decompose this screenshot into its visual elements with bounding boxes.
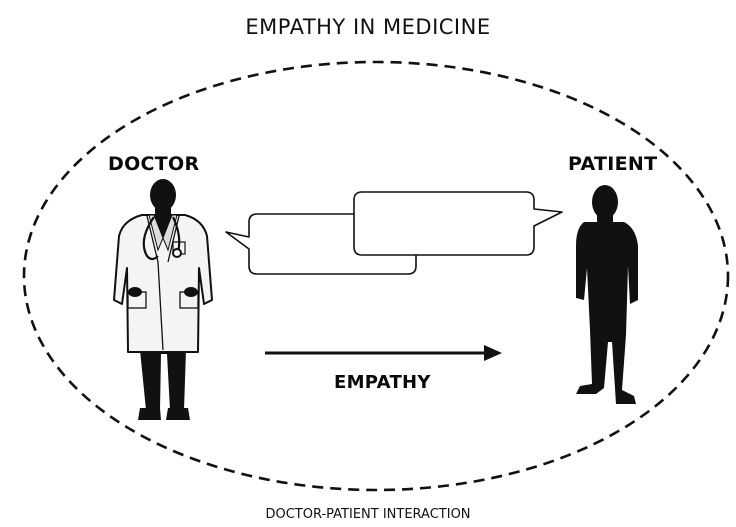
empathy-arrow bbox=[265, 345, 502, 361]
diagram-title: EMPATHY IN MEDICINE bbox=[245, 15, 491, 39]
doctor-label: DOCTOR bbox=[108, 153, 200, 175]
patient-silhouette-icon bbox=[576, 185, 638, 404]
patient-label: PATIENT bbox=[568, 153, 658, 175]
patient-speech-bubble bbox=[353, 191, 563, 256]
empathy-arrow-label: EMPATHY bbox=[334, 372, 431, 393]
interaction-boundary bbox=[22, 60, 730, 492]
doctor-figure-icon bbox=[113, 179, 213, 420]
diagram-caption: DOCTOR-PATIENT INTERACTION bbox=[265, 507, 471, 522]
